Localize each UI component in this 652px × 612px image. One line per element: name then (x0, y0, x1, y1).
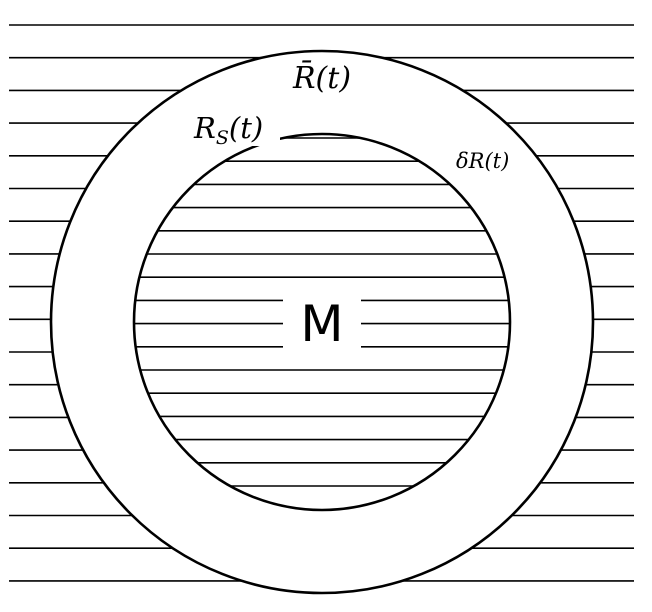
surface-radius-argument: (t) (229, 111, 263, 145)
center-label-mask (283, 296, 361, 350)
inner-boundary-circle (132, 132, 512, 512)
center-mass-label: M (300, 295, 343, 353)
surface-label-mask (192, 110, 280, 146)
shell-thickness-label: δR(t) (456, 149, 509, 173)
surface-radius-symbol: R (193, 111, 216, 145)
surface-radius-label: RS(t) (193, 111, 263, 149)
outer-radius-label: R̄(t) (292, 60, 351, 96)
outer-boundary-circle (49, 49, 595, 595)
surface-radius-subscript: S (216, 127, 229, 149)
